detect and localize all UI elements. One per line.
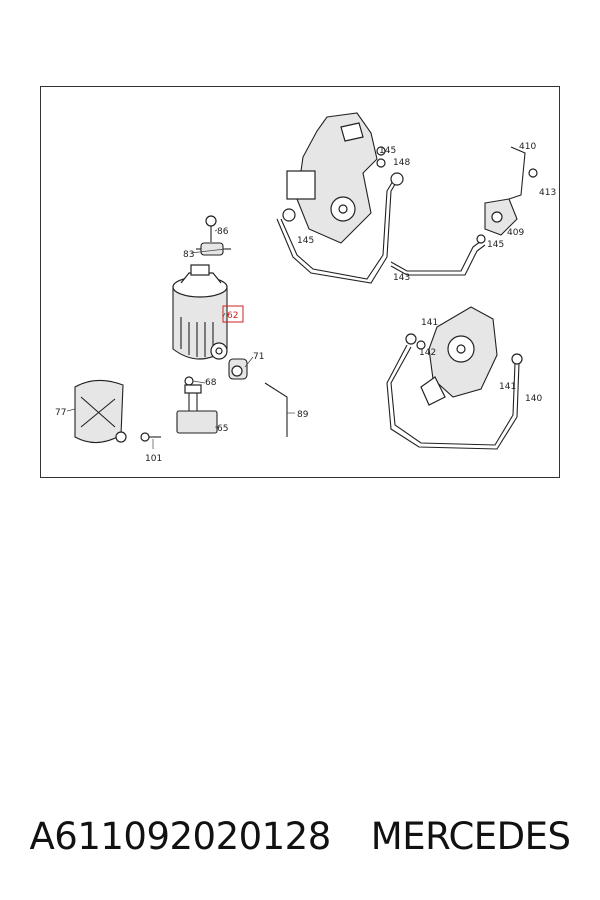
callout-141-right: 141 — [499, 382, 516, 392]
banjo-bolt — [390, 172, 404, 186]
callout-145-upper: 145 — [379, 146, 396, 156]
seal-ring-145a — [282, 208, 296, 222]
callout-77: 77 — [55, 408, 66, 418]
fuel-filter-housing — [172, 264, 228, 360]
callout-89: 89 — [297, 410, 309, 420]
callout-83: 83 — [183, 250, 194, 260]
seal-ring-142 — [416, 340, 426, 350]
callout-68: 68 — [205, 378, 217, 388]
parts-diagram: 86 83 62 71 68 65 77 101 89 145 148 145 … — [55, 112, 556, 464]
callout-142: 142 — [419, 348, 436, 358]
seal-ring-141b — [511, 353, 523, 365]
brand-name: MERCEDES — [370, 814, 571, 858]
callout-71: 71 — [253, 352, 264, 362]
bolt-413 — [528, 168, 538, 178]
bracket-77 — [74, 379, 127, 444]
callout-145-right: 145 — [487, 240, 504, 250]
callout-62: 62 — [227, 311, 238, 321]
connector-71 — [228, 358, 248, 380]
injection-pump-upper — [286, 112, 378, 244]
seal-ring-145c — [476, 234, 486, 244]
callout-148: 148 — [393, 158, 410, 168]
callout-409: 409 — [507, 228, 524, 238]
parts-diagram-frame: 86 83 62 71 68 65 77 101 89 145 148 145 … — [40, 86, 560, 478]
callout-140: 140 — [525, 394, 542, 404]
callout-86: 86 — [217, 227, 229, 237]
fuel-line-140 — [386, 344, 520, 450]
callout-143: 143 — [393, 273, 410, 283]
part-caption: A611092020128 MERCEDES — [0, 806, 600, 866]
leader-lines — [66, 229, 295, 449]
seal-ring-68 — [184, 376, 194, 386]
callout-101: 101 — [145, 454, 162, 464]
callout-labels: 86 83 62 71 68 65 77 101 89 145 148 145 … — [55, 142, 556, 464]
screw-86 — [205, 215, 217, 242]
callout-413: 413 — [539, 188, 556, 198]
bolt-101 — [140, 432, 161, 442]
seal-ring-145b — [376, 146, 386, 156]
seal-ring-141a — [405, 333, 417, 345]
seal-ring-148 — [376, 158, 386, 168]
high-pressure-pump — [420, 306, 498, 406]
sensor-65 — [176, 384, 218, 434]
callout-145-left: 145 — [297, 236, 314, 246]
fuel-line-143 — [276, 180, 486, 284]
callout-65: 65 — [217, 424, 228, 434]
bracket-409 — [484, 146, 526, 236]
callout-62-highlight-box — [222, 305, 244, 323]
callout-141-left: 141 — [421, 318, 438, 328]
hex-key-89 — [264, 382, 288, 437]
callout-410: 410 — [519, 142, 536, 152]
part-number: A611092020128 — [29, 814, 331, 858]
valve-83 — [196, 242, 231, 256]
